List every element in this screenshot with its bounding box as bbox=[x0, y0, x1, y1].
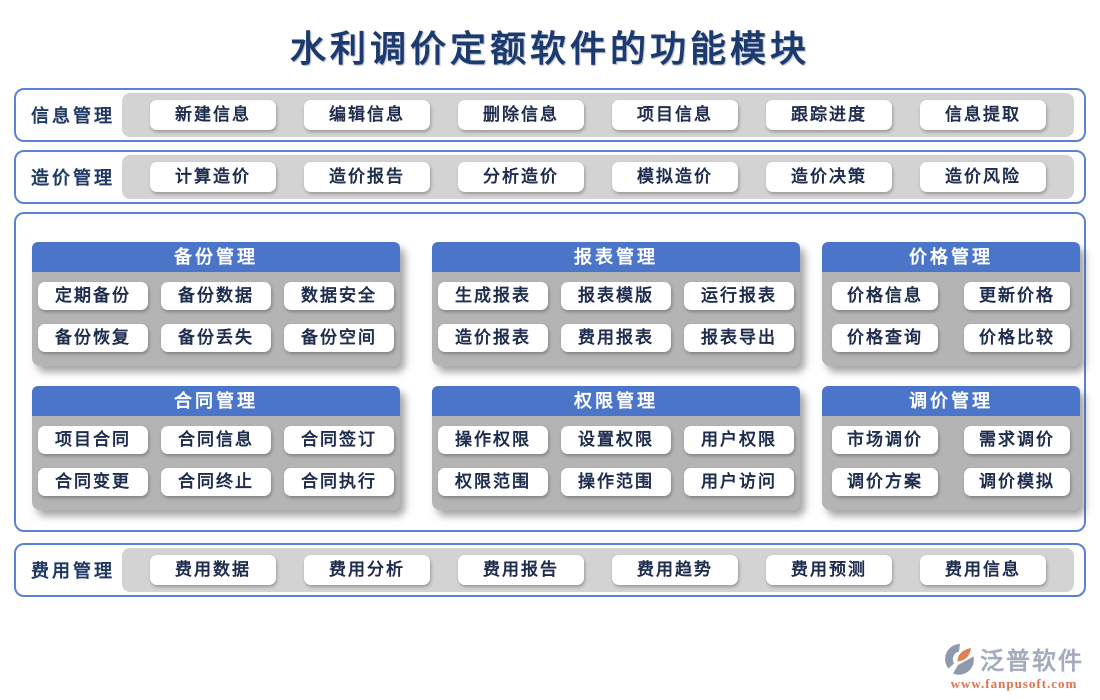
panel-contract-management: 合同管理项目合同合同信息合同签订合同变更合同终止合同执行 bbox=[32, 386, 400, 510]
module-button[interactable]: 造价报告 bbox=[304, 162, 430, 192]
module-button[interactable]: 定期备份 bbox=[38, 282, 148, 310]
module-button[interactable]: 报表导出 bbox=[684, 324, 794, 352]
panel-price-management: 价格管理价格信息更新价格价格查询价格比较 bbox=[822, 242, 1080, 366]
module-button[interactable]: 价格查询 bbox=[832, 324, 938, 352]
module-button[interactable]: 合同终止 bbox=[161, 468, 271, 496]
row-button-band: 费用数据费用分析费用报告费用趋势费用预测费用信息 bbox=[122, 548, 1074, 592]
panel-adjustment-management: 调价管理市场调价需求调价调价方案调价模拟 bbox=[822, 386, 1080, 510]
module-button[interactable]: 编辑信息 bbox=[304, 100, 430, 130]
panel-title: 权限管理 bbox=[432, 386, 800, 416]
panel-title: 报表管理 bbox=[432, 242, 800, 272]
row-label: 费用管理 bbox=[31, 561, 115, 581]
panel-title: 调价管理 bbox=[822, 386, 1080, 416]
module-button[interactable]: 报表模版 bbox=[561, 282, 671, 310]
module-button[interactable]: 造价报表 bbox=[438, 324, 548, 352]
module-button[interactable]: 备份恢复 bbox=[38, 324, 148, 352]
module-button[interactable]: 用户权限 bbox=[684, 426, 794, 454]
module-button[interactable]: 调价模拟 bbox=[964, 468, 1070, 496]
module-button[interactable]: 生成报表 bbox=[438, 282, 548, 310]
module-button[interactable]: 备份丢失 bbox=[161, 324, 271, 352]
module-button[interactable]: 模拟造价 bbox=[612, 162, 738, 192]
panel-body: 生成报表报表模版运行报表造价报表费用报表报表导出 bbox=[432, 272, 800, 366]
module-button[interactable]: 合同签订 bbox=[284, 426, 394, 454]
module-button[interactable]: 费用数据 bbox=[150, 555, 276, 585]
page-title: 水利调价定额软件的功能模块 bbox=[289, 29, 810, 69]
module-button[interactable]: 造价风险 bbox=[920, 162, 1046, 192]
brand-name: 泛普软件 bbox=[980, 648, 1084, 675]
module-button[interactable]: 造价决策 bbox=[766, 162, 892, 192]
module-button[interactable]: 分析造价 bbox=[458, 162, 584, 192]
module-button[interactable]: 费用报告 bbox=[458, 555, 584, 585]
module-button[interactable]: 市场调价 bbox=[832, 426, 938, 454]
brand-url: www.fanpusoft.com bbox=[950, 676, 1078, 691]
panel-title: 价格管理 bbox=[822, 242, 1080, 272]
panel-report-management: 报表管理生成报表报表模版运行报表造价报表费用报表报表导出 bbox=[432, 242, 800, 366]
module-grid: 备份管理定期备份备份数据数据安全备份恢复备份丢失备份空间报表管理生成报表报表模版… bbox=[14, 212, 1086, 532]
module-button[interactable]: 合同信息 bbox=[161, 426, 271, 454]
module-button[interactable]: 运行报表 bbox=[684, 282, 794, 310]
module-button[interactable]: 删除信息 bbox=[458, 100, 584, 130]
row-label: 造价管理 bbox=[31, 168, 115, 188]
module-button[interactable]: 权限范围 bbox=[438, 468, 548, 496]
module-button[interactable]: 合同执行 bbox=[284, 468, 394, 496]
module-button[interactable]: 新建信息 bbox=[150, 100, 276, 130]
panel-body: 项目合同合同信息合同签订合同变更合同终止合同执行 bbox=[32, 416, 400, 510]
module-button[interactable]: 操作权限 bbox=[438, 426, 548, 454]
module-button[interactable]: 信息提取 bbox=[920, 100, 1046, 130]
module-button[interactable]: 数据安全 bbox=[284, 282, 394, 310]
module-button[interactable]: 价格比较 bbox=[964, 324, 1070, 352]
module-button[interactable]: 用户访问 bbox=[684, 468, 794, 496]
panel-body: 市场调价需求调价调价方案调价模拟 bbox=[822, 416, 1080, 510]
panel-title: 合同管理 bbox=[32, 386, 400, 416]
module-button[interactable]: 费用信息 bbox=[920, 555, 1046, 585]
module-button[interactable]: 备份数据 bbox=[161, 282, 271, 310]
panel-backup-management: 备份管理定期备份备份数据数据安全备份恢复备份丢失备份空间 bbox=[32, 242, 400, 366]
module-button[interactable]: 需求调价 bbox=[964, 426, 1070, 454]
module-button[interactable]: 费用趋势 bbox=[612, 555, 738, 585]
module-button[interactable]: 费用报表 bbox=[561, 324, 671, 352]
panel-permission-management: 权限管理操作权限设置权限用户权限权限范围操作范围用户访问 bbox=[432, 386, 800, 510]
row-button-band: 计算造价造价报告分析造价模拟造价造价决策造价风险 bbox=[122, 155, 1074, 199]
info-management-row: 信息管理 新建信息编辑信息删除信息项目信息跟踪进度信息提取 bbox=[14, 88, 1086, 142]
cost-management-row: 造价管理 计算造价造价报告分析造价模拟造价造价决策造价风险 bbox=[14, 150, 1086, 204]
row-button-band: 新建信息编辑信息删除信息项目信息跟踪进度信息提取 bbox=[122, 93, 1074, 137]
fee-management-row: 费用管理 费用数据费用分析费用报告费用趋势费用预测费用信息 bbox=[14, 543, 1086, 597]
module-button[interactable]: 价格信息 bbox=[832, 282, 938, 310]
module-button[interactable]: 费用分析 bbox=[304, 555, 430, 585]
module-button[interactable]: 跟踪进度 bbox=[766, 100, 892, 130]
panel-body: 操作权限设置权限用户权限权限范围操作范围用户访问 bbox=[432, 416, 800, 510]
panel-body: 价格信息更新价格价格查询价格比较 bbox=[822, 272, 1080, 366]
module-button[interactable]: 项目信息 bbox=[612, 100, 738, 130]
module-button[interactable]: 费用预测 bbox=[766, 555, 892, 585]
row-label: 信息管理 bbox=[31, 106, 115, 126]
panel-title: 备份管理 bbox=[32, 242, 400, 272]
module-button[interactable]: 设置权限 bbox=[561, 426, 671, 454]
module-button[interactable]: 项目合同 bbox=[38, 426, 148, 454]
fanpu-logo-icon bbox=[944, 643, 976, 675]
module-button[interactable]: 计算造价 bbox=[150, 162, 276, 192]
module-button[interactable]: 操作范围 bbox=[561, 468, 671, 496]
module-button[interactable]: 调价方案 bbox=[832, 468, 938, 496]
panel-body: 定期备份备份数据数据安全备份恢复备份丢失备份空间 bbox=[32, 272, 400, 366]
module-button[interactable]: 合同变更 bbox=[38, 468, 148, 496]
brand-logo: 泛普软件 www.fanpusoft.com bbox=[944, 641, 1084, 692]
module-button[interactable]: 更新价格 bbox=[964, 282, 1070, 310]
module-button[interactable]: 备份空间 bbox=[284, 324, 394, 352]
